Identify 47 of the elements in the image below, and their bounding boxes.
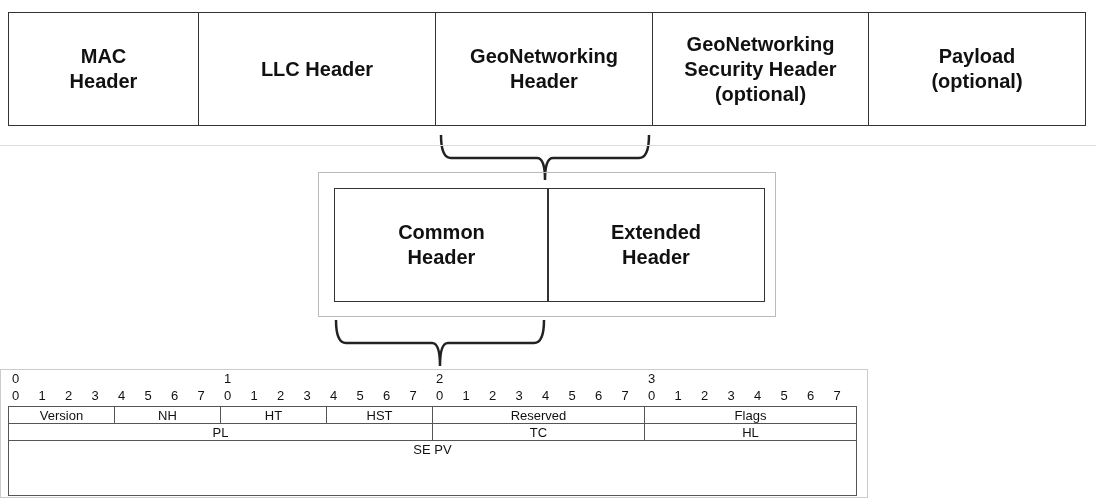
header-field: GeoNetworking Security Header (optional) bbox=[652, 12, 869, 126]
header-field: Version bbox=[8, 406, 115, 424]
byte-number: 1 bbox=[224, 371, 232, 386]
bit-number: 7 bbox=[409, 388, 417, 403]
bit-number: 0 bbox=[648, 388, 656, 403]
bit-number: 2 bbox=[701, 388, 709, 403]
bit-number: 3 bbox=[515, 388, 523, 403]
bit-number: 3 bbox=[91, 388, 99, 403]
bit-number: 7 bbox=[833, 388, 841, 403]
bit-number: 5 bbox=[780, 388, 788, 403]
bit-number: 3 bbox=[303, 388, 311, 403]
bit-number: 6 bbox=[595, 388, 603, 403]
bit-number: 5 bbox=[356, 388, 364, 403]
bit-number: 5 bbox=[144, 388, 152, 403]
byte-number: 0 bbox=[12, 371, 20, 386]
bit-number: 1 bbox=[38, 388, 46, 403]
header-field: Flags bbox=[644, 406, 857, 424]
bit-number: 1 bbox=[250, 388, 258, 403]
byte-number: 3 bbox=[648, 371, 656, 386]
header-field: Payload (optional) bbox=[868, 12, 1086, 126]
bit-number: 7 bbox=[197, 388, 205, 403]
bit-number: 1 bbox=[674, 388, 682, 403]
bit-number: 2 bbox=[277, 388, 285, 403]
header-field: MAC Header bbox=[8, 12, 199, 126]
frame bbox=[318, 172, 776, 317]
header-field: Extended Header bbox=[547, 188, 765, 302]
bit-number: 2 bbox=[65, 388, 73, 403]
bit-number: 6 bbox=[171, 388, 179, 403]
header-field: LLC Header bbox=[198, 12, 436, 126]
bit-number: 4 bbox=[542, 388, 550, 403]
header-field: Common Header bbox=[334, 188, 549, 302]
bit-number: 2 bbox=[489, 388, 497, 403]
byte-number: 2 bbox=[436, 371, 444, 386]
bit-number: 4 bbox=[330, 388, 338, 403]
header-field: SE PV bbox=[8, 440, 857, 496]
bit-number: 1 bbox=[462, 388, 470, 403]
bit-number: 4 bbox=[754, 388, 762, 403]
bit-number: 0 bbox=[224, 388, 232, 403]
bit-number: 0 bbox=[12, 388, 20, 403]
bit-number: 3 bbox=[727, 388, 735, 403]
bit-number: 7 bbox=[621, 388, 629, 403]
bit-number: 6 bbox=[383, 388, 391, 403]
bit-number: 6 bbox=[807, 388, 815, 403]
bit-number: 4 bbox=[118, 388, 126, 403]
header-field: GeoNetworking Header bbox=[435, 12, 653, 126]
bit-number: 0 bbox=[436, 388, 444, 403]
bit-number: 5 bbox=[568, 388, 576, 403]
